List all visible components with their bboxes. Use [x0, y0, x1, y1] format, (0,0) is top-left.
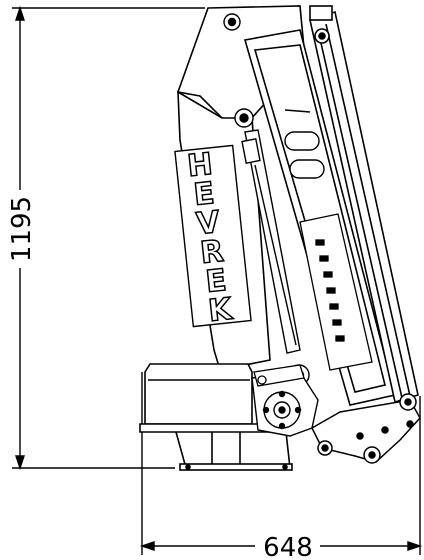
- valve-lever: [335, 335, 345, 342]
- arrow-left-icon: [139, 541, 155, 551]
- valve-lever: [315, 239, 325, 246]
- logo-letter: E: [204, 263, 228, 300]
- linkage-pin-center: [321, 444, 329, 452]
- crane-base: [139, 363, 297, 471]
- bolt-icon: [381, 426, 389, 434]
- valve-lever: [332, 319, 342, 326]
- boom-slots: [284, 109, 325, 179]
- arrow-down-icon: [15, 455, 25, 471]
- base-legs: [175, 431, 291, 469]
- base-housing: [144, 363, 253, 425]
- slot-upper: [284, 131, 320, 151]
- bolt-icon: [406, 420, 414, 428]
- bolt-icon: [356, 432, 364, 440]
- logo-letter: V: [195, 205, 223, 242]
- bolt-icon: [278, 422, 286, 430]
- linkage-pin-center: [368, 451, 376, 459]
- slew-cylinder-pin: [257, 375, 267, 385]
- hydraulic-cylinder: [241, 129, 301, 354]
- control-valve-bank: [299, 213, 373, 371]
- boom-linkage: [311, 393, 421, 464]
- middle-pin-center: [239, 113, 249, 123]
- boom-mark: [284, 109, 311, 113]
- valve-lever: [326, 287, 336, 294]
- slewing-gear: [251, 371, 319, 437]
- logo-letter: H: [186, 147, 215, 184]
- height-dimension-label: 1195: [7, 196, 37, 262]
- base-foot-plate: [179, 463, 293, 471]
- logo-letter: R: [199, 234, 226, 271]
- arrow-up-icon: [15, 5, 25, 21]
- extension-inner-line: [317, 29, 403, 399]
- hydraulic-fittings: [309, 5, 333, 21]
- width-dimension-label: 648: [263, 533, 313, 560]
- slew-cylinder: [253, 364, 305, 387]
- cylinder-rod: [254, 164, 297, 346]
- valve-lever: [319, 255, 329, 262]
- linkage-pin-center: [404, 398, 412, 406]
- bolt-icon: [185, 464, 191, 470]
- extension-pin-center: [318, 32, 326, 40]
- bolt-icon: [282, 464, 288, 470]
- top-pin-center: [227, 17, 237, 27]
- brand-logo: H E V R E K: [174, 144, 252, 330]
- valve-panel: [299, 213, 373, 371]
- arrow-right-icon: [407, 541, 423, 551]
- slot-lower: [289, 159, 325, 179]
- valve-lever: [329, 303, 339, 310]
- logo-plate: [174, 144, 252, 328]
- bolt-icon: [278, 390, 286, 398]
- bolt-icon: [262, 406, 270, 414]
- gear-center: [278, 406, 286, 414]
- height-dimension: [12, 5, 205, 471]
- logo-letter: E: [192, 176, 216, 213]
- linkage-plate: [311, 399, 421, 463]
- valve-lever: [323, 271, 333, 278]
- cylinder-head: [241, 138, 261, 164]
- bolt-icon: [294, 406, 302, 414]
- extension-inner-line-2: [325, 23, 411, 397]
- width-dimension: [139, 372, 423, 555]
